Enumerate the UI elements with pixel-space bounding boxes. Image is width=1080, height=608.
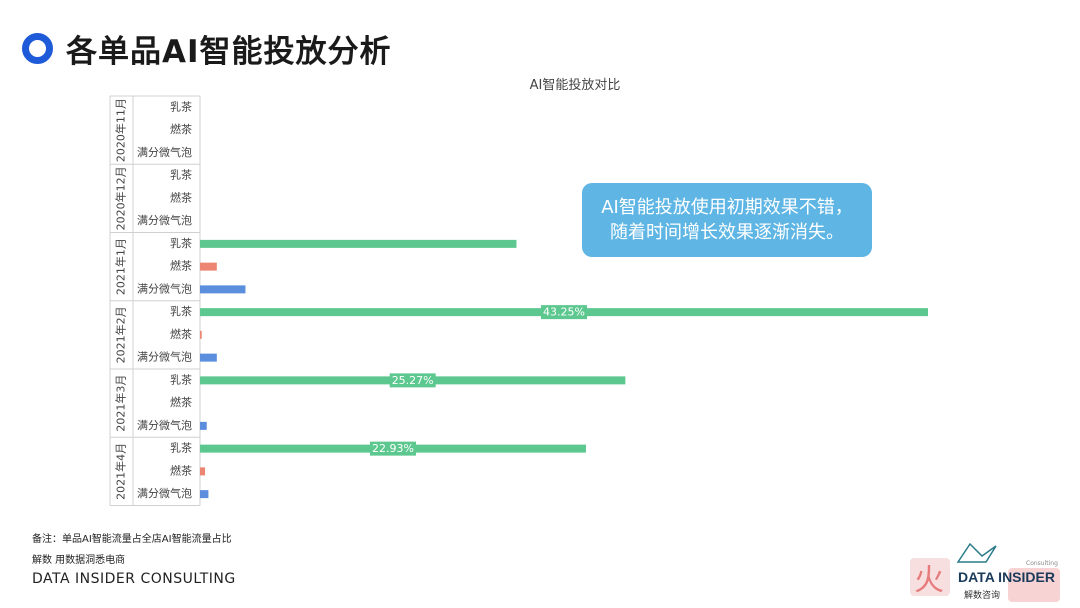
callout-box: AI智能投放使用初期效果不错， 随着时间增长效果逐渐消失。 (582, 183, 872, 257)
category-label: 满分微气泡 (137, 281, 192, 295)
category-label: 乳茶 (170, 237, 192, 250)
category-label: 满分微气泡 (137, 350, 192, 364)
footer-note: 备注：单品AI智能流量占全店AI智能流量占比 (32, 534, 232, 545)
data-label-box (389, 373, 436, 388)
brand-logo: 火 Consulting DATA INSIDER 解数咨询 (908, 540, 1068, 604)
category-label: 乳茶 (170, 305, 192, 318)
bar (200, 467, 206, 476)
callout-line-2: 随着时间增长效果逐渐消失。 (610, 222, 844, 243)
group-label: 2020年12月 (114, 166, 128, 230)
group-label: 2021年4月 (114, 443, 128, 500)
brand-mini: Consulting (1026, 560, 1058, 567)
bar (200, 330, 202, 339)
bar (200, 421, 207, 430)
category-label: 燃茶 (170, 122, 192, 136)
group-label: 2021年2月 (114, 306, 128, 363)
circle-ring-icon (22, 32, 53, 64)
category-label: 燃茶 (170, 190, 192, 204)
category-label: 满分微气泡 (137, 486, 192, 500)
data-label: 22.93% (372, 442, 414, 455)
data-label-box (369, 441, 416, 456)
group-label: 2021年1月 (114, 238, 128, 295)
category-label: 满分微气泡 (137, 213, 192, 227)
category-label: 燃茶 (170, 395, 192, 409)
category-label: 燃茶 (170, 327, 192, 341)
group-label: 2020年11月 (114, 98, 128, 162)
bar (200, 353, 217, 362)
group-label: 2021年3月 (114, 375, 128, 432)
category-label: 满分微气泡 (137, 418, 192, 432)
svg-text:火: 火 (914, 563, 944, 598)
category-label: 燃茶 (170, 463, 192, 477)
bar (200, 285, 246, 294)
bar (200, 490, 209, 499)
bar (200, 262, 217, 271)
bar (200, 239, 517, 248)
chart-title: AI智能投放对比 (529, 78, 621, 93)
data-label: 43.25% (543, 306, 585, 319)
category-label: 乳茶 (170, 373, 192, 386)
footer-source: 解数 用数据洞悉电商 (32, 555, 126, 566)
category-label: 乳茶 (170, 100, 192, 113)
data-label-box (541, 305, 587, 320)
category-label: 燃茶 (170, 259, 192, 273)
brand-name: DATA INSIDER (958, 569, 1055, 585)
category-label: 满分微气泡 (137, 145, 192, 159)
callout-line-1: AI智能投放使用初期效果不错， (601, 197, 853, 218)
footer-company: DATA INSIDER CONSULTING (32, 571, 236, 587)
brand-emblem-icon: 火 (910, 542, 1060, 602)
header: 各单品AI智能投放分析 (22, 26, 392, 70)
brand-sub: 解数咨询 (964, 591, 1001, 601)
category-label: 乳茶 (170, 442, 192, 455)
data-label: 25.27% (392, 374, 434, 387)
page-title: 各单品AI智能投放分析 (66, 33, 392, 70)
category-label: 乳茶 (170, 169, 192, 182)
